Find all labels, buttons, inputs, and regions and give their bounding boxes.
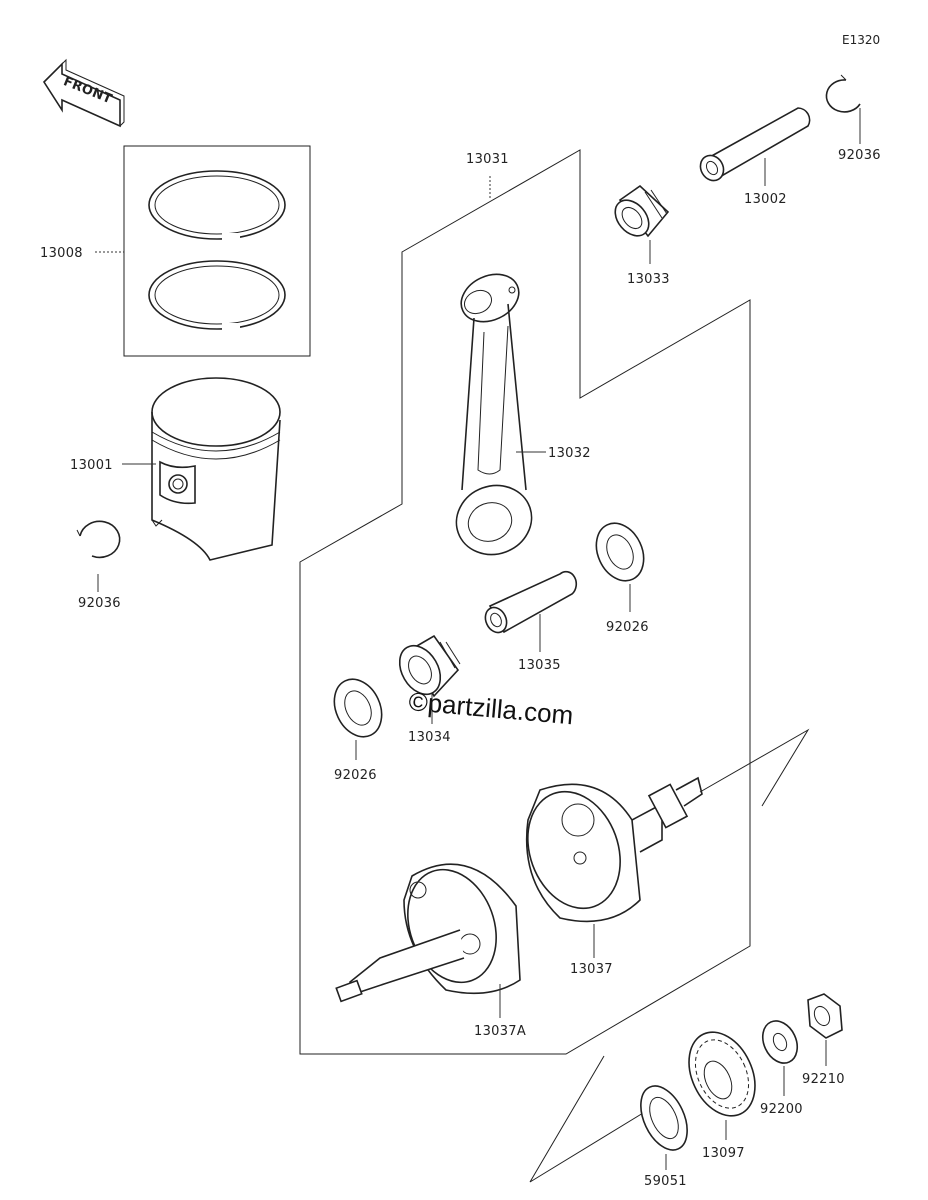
part-label-13001[interactable]: 13001 bbox=[70, 458, 113, 473]
crankshaft-gear bbox=[688, 1031, 756, 1117]
part-label-13032[interactable]: 13032 bbox=[548, 446, 591, 461]
piston-pin bbox=[699, 107, 811, 182]
piston-ring-upper bbox=[148, 170, 286, 241]
part-label-13008[interactable]: 13008 bbox=[40, 246, 83, 261]
gear-axis-line bbox=[529, 1055, 649, 1183]
piston bbox=[151, 377, 281, 561]
washer-92200 bbox=[761, 1020, 799, 1064]
connecting-rod bbox=[455, 273, 533, 556]
needle-bearing-big-end bbox=[398, 634, 461, 698]
thrust-washer-right bbox=[595, 522, 645, 582]
ring-set-box bbox=[123, 145, 311, 357]
circlip-right bbox=[825, 74, 861, 113]
circlip-left bbox=[76, 520, 121, 559]
part-label-92036-right[interactable]: 92036 bbox=[838, 148, 881, 163]
part-label-13034[interactable]: 13034 bbox=[408, 730, 451, 745]
needle-bearing-59051 bbox=[640, 1085, 688, 1151]
part-label-13033[interactable]: 13033 bbox=[627, 272, 670, 287]
part-label-13031[interactable]: 13031 bbox=[466, 152, 509, 167]
part-label-92210[interactable]: 92210 bbox=[802, 1072, 845, 1087]
piston-ring-lower bbox=[148, 260, 286, 331]
shaft-axis-line bbox=[699, 728, 810, 807]
part-label-92026-right[interactable]: 92026 bbox=[606, 620, 649, 635]
part-label-13035[interactable]: 13035 bbox=[518, 658, 561, 673]
nut-92210 bbox=[807, 993, 843, 1039]
part-label-59051[interactable]: 59051 bbox=[644, 1174, 687, 1189]
part-label-92036-left[interactable]: 92036 bbox=[78, 596, 121, 611]
part-label-13002[interactable]: 13002 bbox=[744, 192, 787, 207]
front-arrow-icon: FRONT bbox=[42, 58, 125, 128]
part-label-13037[interactable]: 13037 bbox=[570, 962, 613, 977]
kit-outline bbox=[299, 149, 751, 1055]
part-label-92200[interactable]: 92200 bbox=[760, 1102, 803, 1117]
crankshaft-right-half bbox=[525, 776, 703, 923]
crankshaft-left-half bbox=[335, 863, 521, 1003]
watermark: ©partzilla.com bbox=[407, 686, 574, 730]
diagram-code: E1320 bbox=[842, 33, 880, 47]
needle-bearing-small-end bbox=[614, 184, 670, 238]
thrust-washer-left bbox=[333, 678, 383, 738]
crank-pin bbox=[484, 570, 578, 634]
part-label-13097[interactable]: 13097 bbox=[702, 1146, 745, 1161]
part-label-13037A[interactable]: 13037A bbox=[474, 1024, 526, 1039]
part-label-92026-left[interactable]: 92026 bbox=[334, 768, 377, 783]
